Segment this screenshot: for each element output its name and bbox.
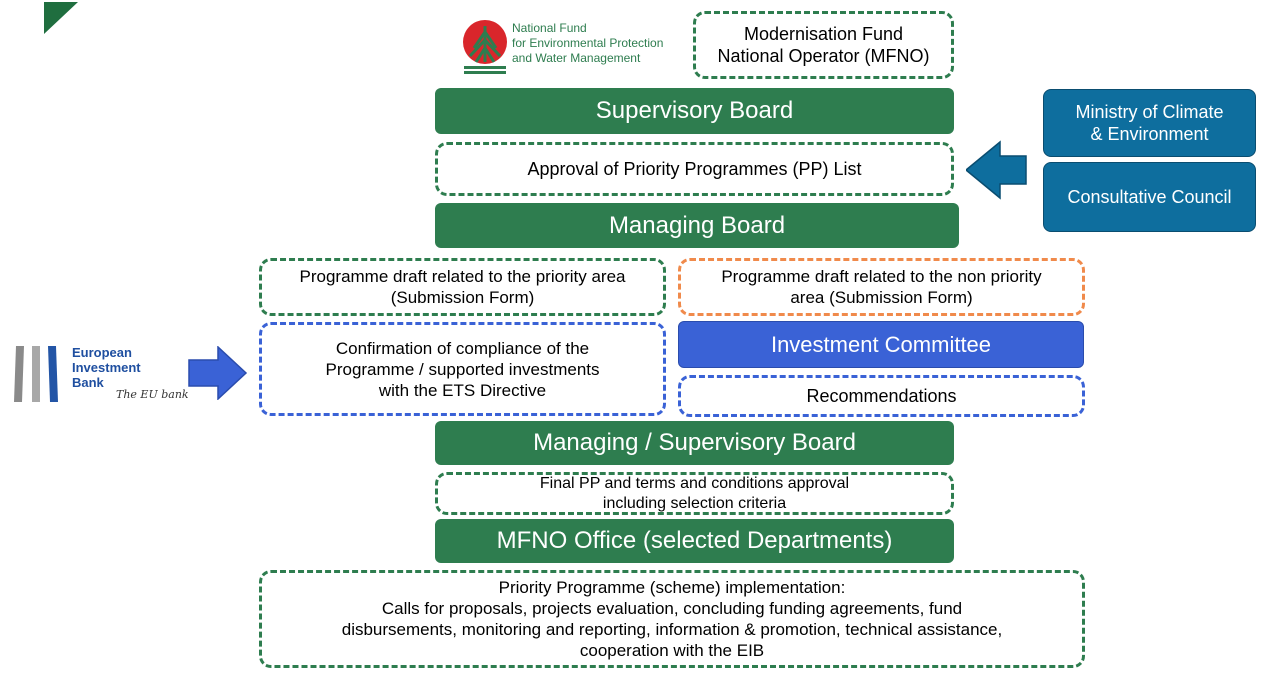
- supervisory-board-box: Supervisory Board: [435, 88, 954, 134]
- managing-supervisory-board-box: Managing / Supervisory Board: [435, 421, 954, 465]
- priority-draft-line2: (Submission Form): [390, 288, 535, 307]
- compliance-line2: Programme / supported investments: [325, 359, 600, 379]
- mfno-line1: Modernisation Fund: [743, 24, 904, 44]
- eib-bars-icon: [14, 346, 58, 402]
- mfno-box: Modernisation Fund National Operator (MF…: [693, 11, 954, 79]
- eib-tagline: The EU bank: [116, 388, 189, 401]
- ministry-line2: & Environment: [1090, 124, 1209, 144]
- nonpriority-draft-line2: area (Submission Form): [790, 288, 973, 307]
- national-fund-logo: National Fund for Environmental Protecti…: [460, 18, 670, 76]
- investment-committee-label: Investment Committee: [770, 331, 992, 357]
- implementation-line3: disbursements, monitoring and reporting,…: [341, 620, 1003, 639]
- supervisory-board-label: Supervisory Board: [595, 97, 794, 124]
- national-fund-emblem-icon: [463, 20, 507, 74]
- managing-board-label: Managing Board: [608, 211, 786, 239]
- approval-pp-list-label: Approval of Priority Programmes (PP) Lis…: [527, 159, 862, 179]
- final-pp-line1: Final PP and terms and conditions approv…: [539, 474, 850, 492]
- implementation-line1: Priority Programme (scheme) implementati…: [498, 578, 846, 597]
- compliance-line1: Confirmation of compliance of the: [335, 338, 590, 358]
- priority-draft-box: Programme draft related to the priority …: [259, 258, 666, 316]
- approval-pp-list-box: Approval of Priority Programmes (PP) Lis…: [435, 142, 954, 196]
- corner-triangle-decoration: [44, 2, 78, 34]
- mfno-office-label: MFNO Office (selected Departments): [496, 527, 893, 554]
- nonpriority-draft-box: Programme draft related to the non prior…: [678, 258, 1085, 316]
- nonpriority-draft-line1: Programme draft related to the non prior…: [721, 267, 1042, 286]
- eib-line3: Bank: [72, 375, 104, 390]
- eib-logo: European Investment Bank The EU bank: [10, 340, 200, 410]
- eib-line1: European: [72, 345, 132, 360]
- managing-supervisory-board-label: Managing / Supervisory Board: [533, 429, 856, 456]
- ets-compliance-box: Confirmation of compliance of the Progra…: [259, 322, 666, 416]
- managing-board-box: Managing Board: [435, 203, 959, 248]
- final-pp-box: Final PP and terms and conditions approv…: [435, 472, 954, 515]
- arrow-left-icon: [966, 140, 1027, 200]
- investment-committee-box: Investment Committee: [678, 321, 1084, 368]
- recommendations-label: Recommendations: [806, 386, 957, 406]
- fund-name-line3: and Water Management: [512, 51, 641, 65]
- implementation-line4: cooperation with the EIB: [579, 641, 765, 660]
- mfno-office-box: MFNO Office (selected Departments): [435, 519, 954, 563]
- implementation-line2: Calls for proposals, projects evaluation…: [381, 599, 963, 618]
- fund-name-line2: for Environmental Protection: [512, 36, 664, 50]
- consultative-council-box: Consultative Council: [1043, 162, 1256, 232]
- consultative-council-label: Consultative Council: [1067, 187, 1232, 207]
- ministry-box: Ministry of Climate & Environment: [1043, 89, 1256, 157]
- mfno-line2: National Operator (MFNO): [717, 46, 930, 66]
- final-pp-line2: including selection criteria: [602, 494, 787, 512]
- implementation-box: Priority Programme (scheme) implementati…: [259, 570, 1085, 668]
- recommendations-box: Recommendations: [678, 375, 1085, 417]
- priority-draft-line1: Programme draft related to the priority …: [299, 267, 626, 286]
- fund-name-line1: National Fund: [512, 21, 587, 35]
- compliance-line3: with the ETS Directive: [378, 380, 547, 400]
- eib-line2: Investment: [72, 360, 141, 375]
- arrow-right-icon: [188, 346, 248, 400]
- ministry-line1: Ministry of Climate: [1075, 102, 1224, 122]
